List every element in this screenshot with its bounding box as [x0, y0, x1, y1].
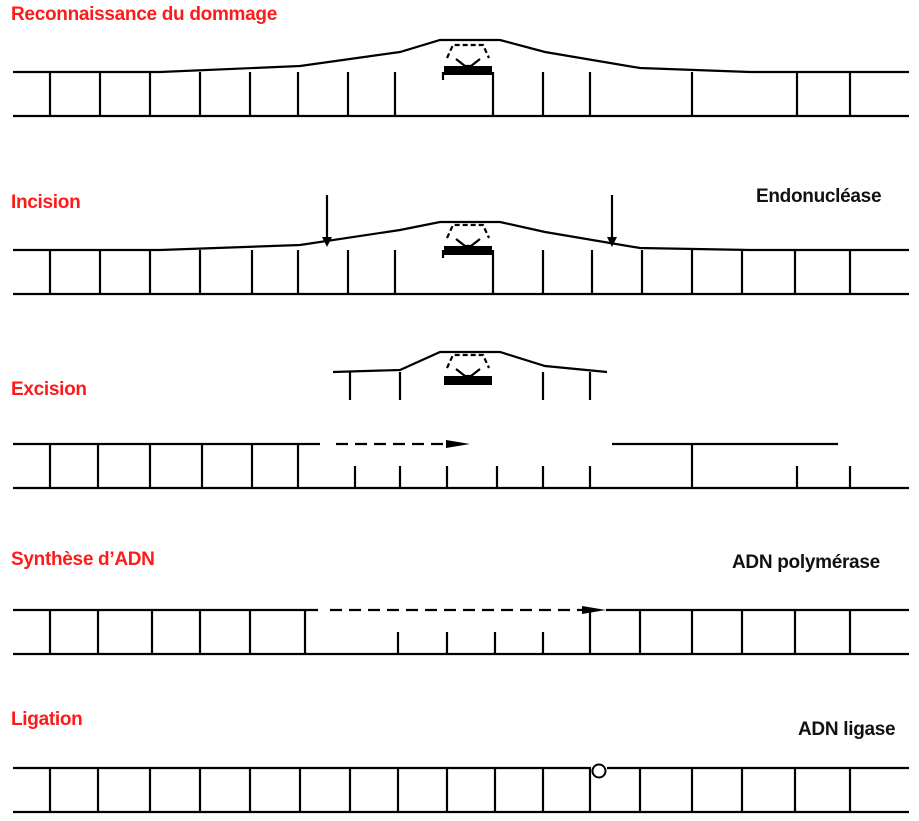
step-label-excision: Excision	[11, 379, 87, 400]
enzyme-label-dna-polymerase: ADN polymérase	[732, 552, 880, 573]
incision-arrow-right-head	[607, 237, 617, 247]
enzyme-label-dna-ligase: ADN ligase	[798, 719, 896, 740]
enzyme-label-endonuclease: Endonucléase	[756, 186, 882, 207]
lesion-incision-stem	[455, 238, 481, 248]
synthesis-arrowhead	[446, 440, 470, 448]
strand-top-incision	[13, 220, 909, 252]
lesion-incision-dome	[446, 223, 490, 239]
strand-top-recognition	[13, 38, 909, 74]
ligation-nick-circle	[591, 763, 607, 779]
lesion-excision-stem	[455, 368, 481, 378]
incision-arrow-left-head	[322, 237, 332, 247]
lesion-excision-dome	[446, 353, 490, 369]
lesion-excision-bar	[444, 376, 492, 385]
polymerase-arrowhead	[582, 606, 606, 614]
lesion-recognition-stem	[455, 58, 481, 68]
step-label-incision: Incision	[11, 192, 81, 213]
lesion-incision-bar	[444, 246, 492, 255]
lesion-recognition-bar	[444, 66, 492, 75]
step-label-dna-synthesis: Synthèse d’ADN	[11, 549, 155, 570]
lesion-recognition-dome	[446, 43, 490, 59]
step-label-recognition: Reconnaissance du dommage	[11, 4, 277, 25]
excised-fragment	[332, 350, 608, 374]
step-label-ligation: Ligation	[11, 709, 83, 730]
